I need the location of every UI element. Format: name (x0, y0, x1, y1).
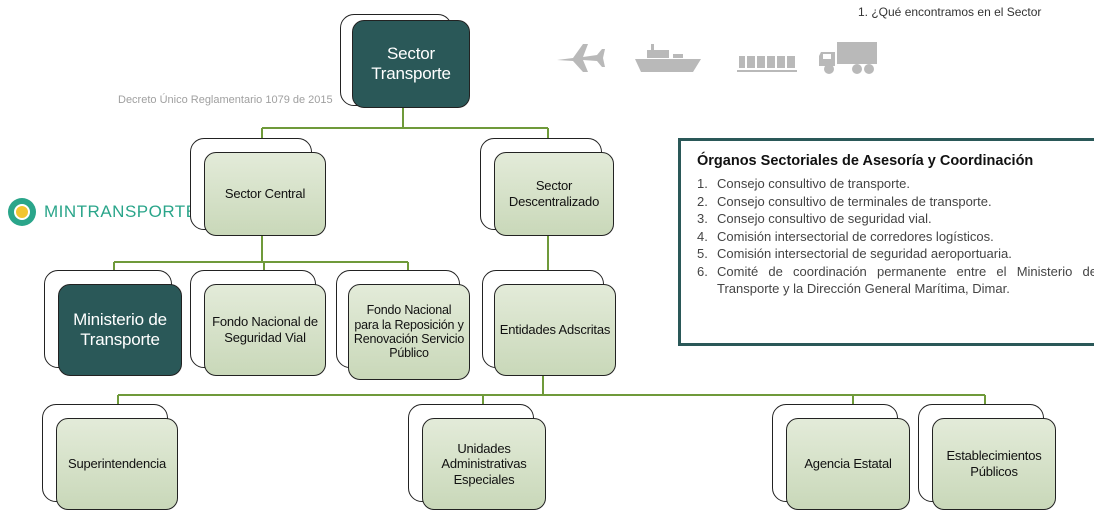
item-number: 1. (697, 176, 708, 191)
list-item: 1. Consejo consultivo de transporte. (697, 175, 1094, 193)
node-label: Establecimientos Públicos (932, 418, 1056, 510)
list-item: 6. Comité de coordinación permanente entr… (697, 263, 1094, 298)
list-item: 5. Comisión intersectorial de seguridad a… (697, 245, 1094, 263)
node-sector-descentralizado[interactable]: Sector Descentralizado (480, 138, 614, 236)
item-number: 3. (697, 211, 708, 226)
node-label: Ministerio de Transporte (58, 284, 182, 376)
item-text: Consejo consultivo de seguridad vial. (717, 211, 932, 226)
node-label: Fondo Nacional de Seguridad Vial (204, 284, 326, 376)
ship-icon (635, 44, 701, 72)
node-label: Agencia Estatal (786, 418, 910, 510)
item-text: Consejo consultivo de terminales de tran… (717, 193, 992, 209)
node-agencia-estatal[interactable]: Agencia Estatal (772, 404, 910, 510)
airplane-icon (557, 44, 605, 72)
logo-text: MINTRANSPORTE (44, 202, 198, 221)
node-label: Sector Descentralizado (494, 152, 614, 236)
mintransporte-logo: MINTRANSPORTE (8, 198, 198, 226)
item-number: 4. (697, 228, 708, 244)
node-label: Fondo Nacional para la Reposición y Reno… (348, 284, 470, 380)
list-item: 3. Consejo consultivo de seguridad vial. (697, 210, 1094, 228)
item-number: 2. (697, 193, 708, 209)
node-sector-transporte[interactable]: Sector Transporte (340, 14, 470, 108)
node-sector-central[interactable]: Sector Central (190, 138, 326, 236)
node-superintendencia[interactable]: Superintendencia (42, 404, 178, 510)
node-unidades-administrativas[interactable]: Unidades Administrativas Especiales (408, 404, 546, 510)
list-item: 2. Consejo consultivo de terminales de tr… (697, 193, 1094, 211)
train-icon (737, 56, 797, 72)
node-establecimientos-publicos[interactable]: Establecimientos Públicos (918, 404, 1056, 510)
truck-icon (819, 42, 877, 74)
item-text: Comité de coordinación permanente entre … (717, 263, 1094, 297)
item-text: Comisión intersectorial de seguridad aer… (717, 246, 1012, 261)
node-fondo-reposicion[interactable]: Fondo Nacional para la Reposición y Reno… (336, 270, 472, 380)
node-label: Sector Central (204, 152, 326, 236)
organos-title: Órganos Sectoriales de Asesoría y Coordi… (697, 153, 1034, 169)
node-label: Sector Transporte (352, 20, 470, 108)
list-item: 4. Comisión intersectorial de corredores … (697, 228, 1094, 246)
node-label: Entidades Adscritas (494, 284, 616, 376)
item-number: 6. (697, 263, 708, 279)
node-fondo-seguridad-vial[interactable]: Fondo Nacional de Seguridad Vial (190, 270, 326, 376)
decree-subtitle: Decreto Único Reglamentario 1079 de 2015 (118, 94, 333, 106)
node-ministerio-transporte[interactable]: Ministerio de Transporte (44, 270, 184, 376)
organos-sectoriales-box: Órganos Sectoriales de Asesoría y Coordi… (678, 138, 1094, 346)
organos-list: 1. Consejo consultivo de transporte. 2. Co… (697, 175, 1094, 298)
node-label: Superintendencia (56, 418, 178, 510)
node-label: Unidades Administrativas Especiales (422, 418, 546, 510)
item-text: Comisión intersectorial de corredores lo… (717, 228, 994, 244)
item-text: Consejo consultivo de transporte. (717, 176, 910, 191)
node-entidades-adscritas[interactable]: Entidades Adscritas (482, 270, 616, 376)
item-number: 5. (697, 246, 708, 261)
coat-of-arms-icon (8, 198, 36, 226)
slide-heading-fragment: 1. ¿Qué encontramos en el Sector (858, 5, 1042, 19)
